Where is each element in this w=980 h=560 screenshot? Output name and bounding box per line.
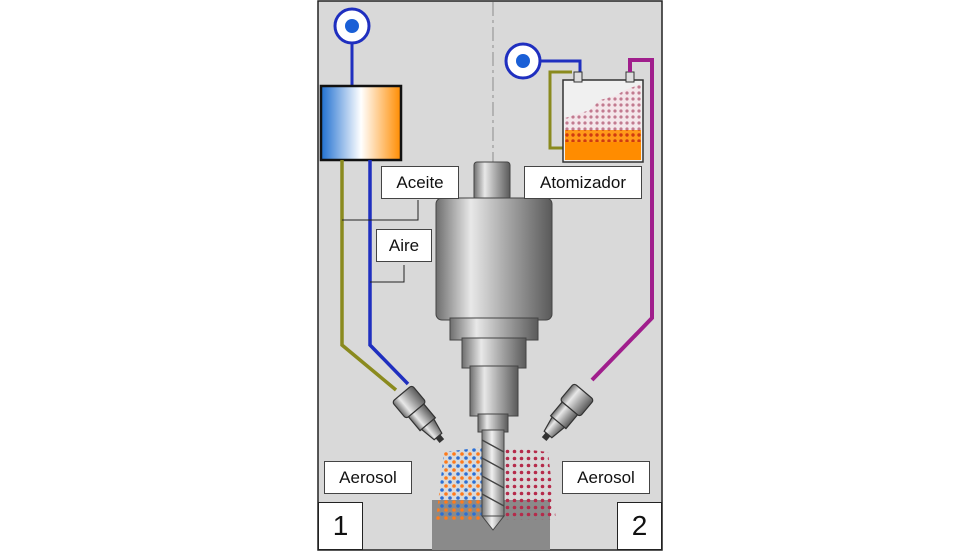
- air-leader: [370, 265, 405, 283]
- system-2-label: 2: [617, 502, 662, 550]
- oil-line-right: [548, 70, 572, 150]
- system-1-label: 1: [318, 502, 363, 550]
- spindle-icon: [435, 161, 553, 433]
- mixer-unit: [319, 84, 403, 162]
- oil-line: [340, 160, 398, 392]
- atomizer-tank: [562, 71, 644, 163]
- aerosol-right-label: Aerosol: [562, 461, 650, 494]
- drill-bit-icon: [480, 429, 506, 531]
- aerosol-mist-right: [496, 446, 556, 520]
- nozzle-icon: [392, 385, 445, 443]
- atomizer-label: Atomizador: [524, 166, 642, 199]
- air-source-icon: [333, 7, 371, 45]
- air-line: [368, 160, 410, 386]
- oil-leader: [342, 200, 419, 221]
- nozzle-icon: [541, 383, 594, 441]
- air-source-icon: [504, 42, 542, 80]
- air-label: Aire: [376, 229, 432, 262]
- aerosol-line: [590, 58, 654, 382]
- oil-label: Aceite: [381, 166, 459, 199]
- aerosol-left-label: Aerosol: [324, 461, 412, 494]
